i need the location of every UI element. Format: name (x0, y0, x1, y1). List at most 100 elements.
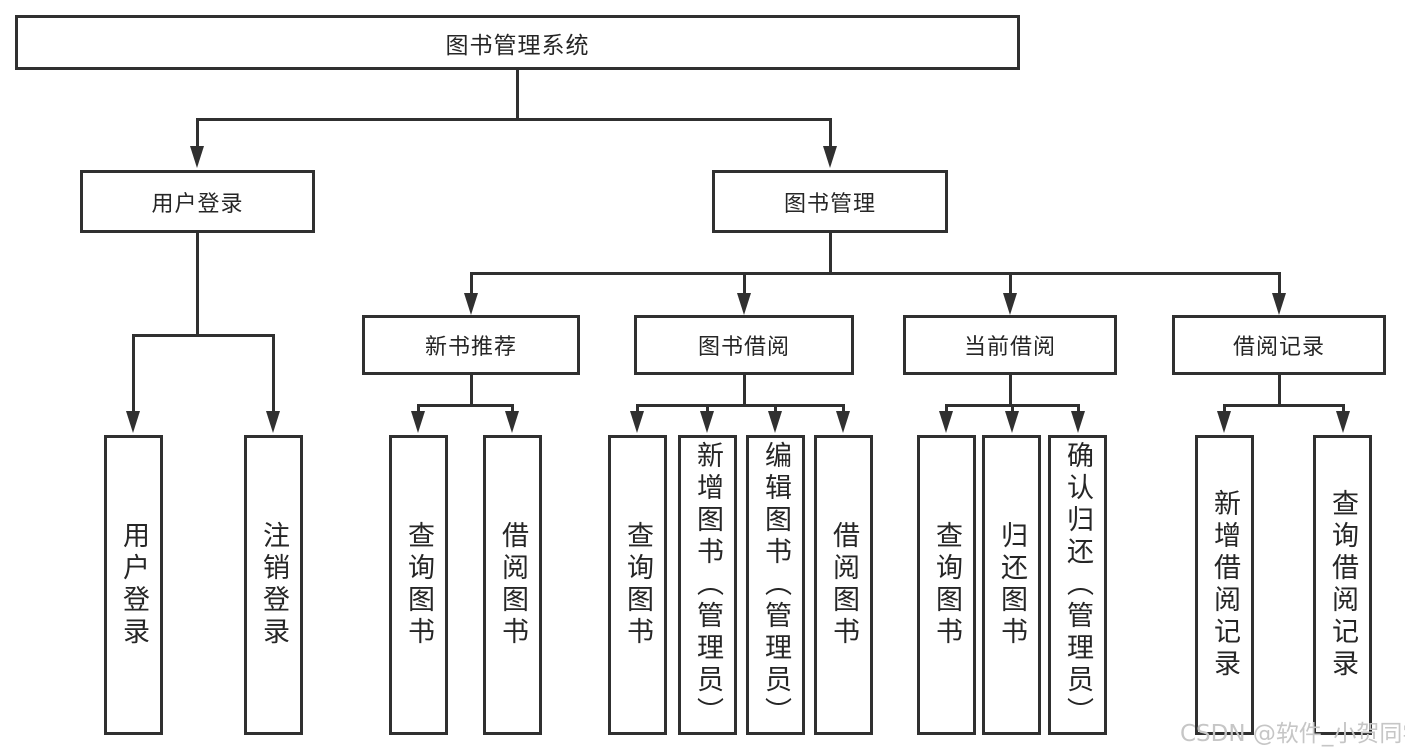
node-system: 图书管理系统 (15, 15, 1020, 70)
node-book-management-label: 图书管理 (783, 191, 876, 217)
leaf-add-borrow-record-label: 新增借阅记录 (1209, 489, 1240, 681)
arrow-to-leaf-query-books-1 (411, 404, 425, 433)
arrow-to-current-borrowing (1003, 272, 1017, 315)
arrow-shaft (271, 334, 275, 413)
leaf-query-borrow-record: 查询借阅记录 (1313, 435, 1372, 735)
arrow-shaft (1010, 404, 1014, 413)
arrowhead-icon (1272, 293, 1286, 315)
arrowhead-icon (1217, 411, 1231, 433)
arrow-to-leaf-return-books (1005, 404, 1019, 433)
node-user-login-label: 用户登录 (151, 191, 244, 217)
arrow-to-user-login (190, 118, 204, 168)
leaf-query-books-2: 查询图书 (608, 435, 667, 735)
leaf-logout: 注销登录 (244, 435, 303, 735)
arrowhead-icon (1005, 411, 1019, 433)
connector-root-stem (516, 70, 519, 118)
leaf-add-books-admin: 新增图书（管理员） (678, 435, 737, 735)
connector-borrowing-records-stem (1278, 375, 1281, 406)
arrow-shaft (773, 404, 777, 413)
arrow-to-book-borrowing (737, 272, 751, 315)
node-borrowing-records-label: 借阅记录 (1232, 335, 1325, 360)
leaf-user-login: 用户登录 (104, 435, 163, 735)
arrow-shaft (635, 404, 639, 413)
leaf-confirm-return-admin-label: 确认归还（管理员） (1062, 441, 1093, 729)
node-system-label: 图书管理系统 (445, 32, 590, 59)
arrow-to-leaf-query-borrow-record (1336, 404, 1350, 433)
arrow-shaft (1277, 272, 1281, 295)
connector-root-crossbar (196, 118, 832, 121)
leaf-query-books-1: 查询图书 (389, 435, 448, 735)
arrow-to-book-management (823, 118, 837, 168)
arrowhead-icon (630, 411, 644, 433)
csdn-watermark: CSDN @软件_小贺同学 (1180, 721, 1405, 747)
arrowhead-icon (1071, 411, 1085, 433)
connector-new-book-recommend-stem (470, 375, 473, 406)
arrow-shaft (469, 272, 473, 295)
leaf-query-books-1-label: 查询图书 (403, 521, 434, 649)
arrow-shaft (1222, 404, 1226, 413)
arrow-shaft (841, 404, 845, 413)
arrow-to-borrowing-records (1272, 272, 1286, 315)
leaf-logout-label: 注销登录 (258, 521, 289, 649)
leaf-borrow-books-1-label: 借阅图书 (497, 521, 528, 649)
connector-borrowing-records-crossbar (1223, 404, 1344, 407)
arrow-to-leaf-user-login (126, 334, 140, 433)
connector-book-borrowing-stem (743, 375, 746, 406)
leaf-query-books-2-label: 查询图书 (622, 521, 653, 649)
arrow-shaft (1076, 404, 1080, 413)
leaf-confirm-return-admin: 确认归还（管理员） (1048, 435, 1107, 735)
node-book-borrowing-label: 图书借阅 (697, 335, 790, 360)
node-book-management: 图书管理 (712, 170, 948, 233)
connector-current-borrowing-stem (1009, 375, 1012, 406)
arrowhead-icon (190, 146, 204, 168)
node-current-borrowing-label: 当前借阅 (963, 335, 1056, 360)
arrow-to-new-book-recommend (464, 272, 478, 315)
leaf-return-books: 归还图书 (982, 435, 1041, 735)
arrow-to-leaf-edit-books (768, 404, 782, 433)
arrow-to-leaf-borrow-books-1 (505, 404, 519, 433)
leaf-edit-books-admin-label: 编辑图书（管理员） (760, 441, 791, 729)
node-book-borrowing: 图书借阅 (634, 315, 854, 375)
leaf-query-books-3: 查询图书 (917, 435, 976, 735)
node-new-book-recommend: 新书推荐 (362, 315, 580, 375)
arrow-shaft (1341, 404, 1345, 413)
arrow-to-leaf-add-borrow-record (1217, 404, 1231, 433)
arrow-shaft (416, 404, 420, 413)
arrowhead-icon (266, 411, 280, 433)
arrow-shaft (131, 334, 135, 413)
leaf-borrow-books-2-label: 借阅图书 (828, 521, 859, 649)
arrow-to-leaf-query-books-3 (939, 404, 953, 433)
connector-new-book-recommend-crossbar (417, 404, 513, 407)
leaf-borrow-books-2: 借阅图书 (814, 435, 873, 735)
arrow-shaft (944, 404, 948, 413)
arrow-to-leaf-add-books (700, 404, 714, 433)
arrow-shaft (742, 272, 746, 295)
connector-book-borrowing-crossbar (636, 404, 845, 407)
leaf-query-borrow-record-label: 查询借阅记录 (1327, 489, 1358, 681)
arrow-to-leaf-query-books-2 (630, 404, 644, 433)
arrow-shaft (195, 118, 199, 148)
arrowhead-icon (1336, 411, 1350, 433)
node-borrowing-records: 借阅记录 (1172, 315, 1386, 375)
arrow-shaft (1008, 272, 1012, 295)
arrow-shaft (510, 404, 514, 413)
arrow-to-leaf-logout (266, 334, 280, 433)
arrowhead-icon (411, 411, 425, 433)
arrowhead-icon (836, 411, 850, 433)
arrowhead-icon (464, 293, 478, 315)
connector-book-management-stem (829, 233, 832, 274)
arrowhead-icon (126, 411, 140, 433)
arrow-shaft (705, 404, 709, 413)
connector-user-login-stem (196, 233, 199, 336)
arrowhead-icon (505, 411, 519, 433)
connector-user-login-crossbar (132, 334, 275, 337)
node-new-book-recommend-label: 新书推荐 (424, 335, 517, 360)
arrowhead-icon (768, 411, 782, 433)
node-user-login: 用户登录 (80, 170, 315, 233)
arrowhead-icon (1003, 293, 1017, 315)
arrowhead-icon (700, 411, 714, 433)
leaf-user-login-label: 用户登录 (118, 521, 149, 649)
leaf-add-books-admin-label: 新增图书（管理员） (692, 441, 723, 729)
node-current-borrowing: 当前借阅 (903, 315, 1117, 375)
